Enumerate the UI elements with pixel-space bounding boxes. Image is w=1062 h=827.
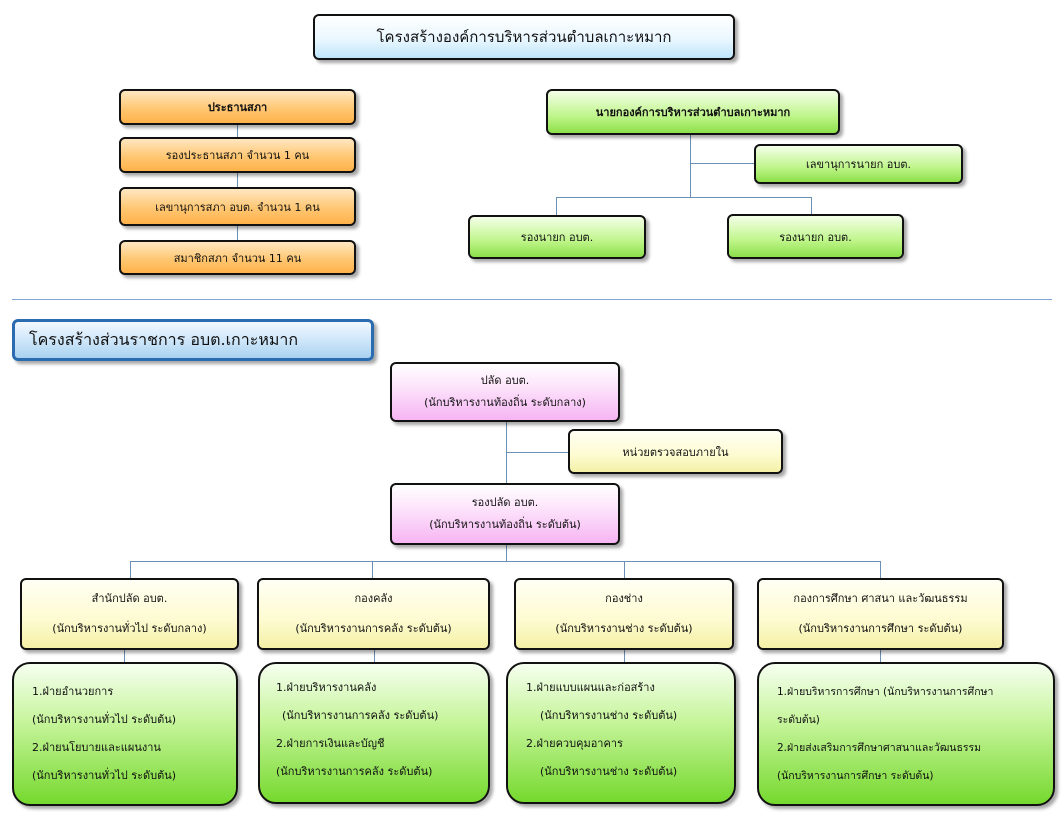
connector-council [237,120,238,245]
council-secretary-label: เลขานุการสภา อบต. จำนวน 1 คน [155,200,320,214]
connector-dept-1 [130,561,131,579]
unit-line: (นักบริหารงานช่าง ระดับต้น) [540,765,678,778]
connector-units-4 [880,648,881,664]
units-box-finance: 1.ฝ่ายบริหารงานคลัง (นักบริหารงานการคลัง… [258,662,490,804]
section-title-text: โครงสร้างส่วนราชการ อบต.เกาะหมาก [29,329,299,349]
council-vice-chair-box: รองประธานสภา จำนวน 1 คน [119,137,356,173]
section-divider [12,299,1052,300]
internal-audit-label: หน่วยตรวจสอบภายใน [622,445,729,459]
connector-deputies-bar [556,197,812,198]
unit-line: 1.ฝ่ายบริหารงานคลัง [276,681,377,694]
mayor-secretary-box: เลขานุการนายก อบต. [754,144,963,184]
department-title: กองช่าง [605,592,643,605]
council-chair-box: ประธานสภา [119,89,356,125]
mayor-label: นายกองค์การบริหารส่วนตำบลเกาะหมาก [595,106,791,119]
connector-mayor-down [690,132,691,198]
council-members-box: สมาชิกสภา จำนวน 11 คน [119,240,356,275]
department-subtitle: (นักบริหารงานการศึกษา ระดับต้น) [798,622,963,635]
deputy-mayor-left-label: รองนายก อบต. [520,231,594,244]
department-subtitle: (นักบริหารงานช่าง ระดับต้น) [555,622,693,635]
department-box-finance: กองคลัง (นักบริหารงานการคลัง ระดับต้น) [257,578,490,650]
unit-line: 2.ฝ่ายควบคุมอาคาร [526,737,623,750]
department-box-education: กองการศึกษา ศาสนา และวัฒนธรรม (นักบริหาร… [757,578,1004,650]
department-title: กองคลัง [354,592,393,605]
connector-deputy-left [556,197,557,217]
connector-dept-4 [880,561,881,579]
deputy-mayor-left-box: รองนายก อบต. [468,215,646,259]
department-title: สำนักปลัด อบต. [91,592,168,605]
unit-line: 1.ฝ่ายแบบแผนและก่อสร้าง [526,681,655,694]
deputy-palad-subtitle: (นักบริหารงานท้องถิ่น ระดับต้น) [429,518,581,531]
units-box-engineering: 1.ฝ่ายแบบแผนและก่อสร้าง (นักบริหารงานช่า… [506,662,736,804]
unit-line: (นักบริหารงานการคลัง ระดับต้น) [282,709,439,722]
unit-line: (นักบริหารงานทั่วไป ระดับต้น) [32,769,177,782]
connector-dept-3 [624,561,625,579]
connector-units-1 [124,648,125,664]
page-title: โครงสร้างองค์การบริหารส่วนตำบลเกาะหมาก [313,14,735,60]
connector-mayor-secretary [690,163,756,164]
unit-line: 2.ฝ่ายนโยบายและแผนงาน [32,741,161,754]
section-title: โครงสร้างส่วนราชการ อบต.เกาะหมาก [12,319,374,361]
palad-title: ปลัด อบต. [480,374,530,387]
connector-dept-2 [372,561,373,579]
council-chair-label: ประธานสภา [207,101,268,114]
connector-departments-bar [130,561,880,562]
council-secretary-box: เลขานุการสภา อบต. จำนวน 1 คน [119,187,356,226]
connector-palad-down [506,420,507,486]
unit-line: (นักบริหารงานทั่วไป ระดับต้น) [32,713,177,726]
unit-line: 2.ฝ่ายส่งเสริมการศึกษาศาสนาและวัฒนธรรม [777,742,982,754]
deputy-mayor-right-label: รองนายก อบต. [779,230,852,244]
unit-line: ระดับต้น) [777,714,820,726]
palad-subtitle: (นักบริหารงานท้องถิ่น ระดับกลาง) [424,396,586,409]
internal-audit-box: หน่วยตรวจสอบภายใน [568,429,783,474]
department-title: กองการศึกษา ศาสนา และวัฒนธรรม [793,592,968,605]
department-subtitle: (นักบริหารงานการคลัง ระดับต้น) [295,622,452,635]
deputy-mayor-right-box: รองนายก อบต. [727,214,904,259]
unit-line: 2.ฝ่ายการเงินและบัญชี [276,737,385,750]
page-title-text: โครงสร้างองค์การบริหารส่วนตำบลเกาะหมาก [376,28,672,46]
mayor-secretary-label: เลขานุการนายก อบต. [806,158,911,171]
unit-line: 1.ฝ่ายบริหารการศึกษา (นักบริหารงานการศึก… [777,686,994,698]
connector-audit [506,452,570,453]
unit-line: (นักบริหารงานการศึกษา ระดับต้น) [777,770,934,782]
mayor-box: นายกองค์การบริหารส่วนตำบลเกาะหมาก [546,89,840,135]
department-box-office: สำนักปลัด อบต. (นักบริหารงานทั่วไป ระดับ… [20,578,239,650]
units-box-office: 1.ฝ่ายอำนวยการ (นักบริหารงานทั่วไป ระดับ… [12,662,238,806]
unit-line: (นักบริหารงานช่าง ระดับต้น) [540,709,678,722]
council-members-label: สมาชิกสภา จำนวน 11 คน [173,251,302,265]
connector-units-3 [624,648,625,664]
connector-deputy-right [811,197,812,215]
palad-box: ปลัด อบต. (นักบริหารงานท้องถิ่น ระดับกลา… [390,362,620,422]
department-subtitle: (นักบริหารงานทั่วไป ระดับกลาง) [52,622,207,635]
deputy-palad-title: รองปลัด อบต. [471,496,539,509]
deputy-palad-box: รองปลัด อบต. (นักบริหารงานท้องถิ่น ระดับ… [390,483,620,545]
unit-line: (นักบริหารงานการคลัง ระดับต้น) [276,765,433,778]
connector-units-2 [374,648,375,664]
unit-line: 1.ฝ่ายอำนวยการ [32,685,114,698]
council-vice-chair-label: รองประธานสภา จำนวน 1 คน [165,149,310,162]
connector-deputy-palad-down [506,543,507,562]
department-box-engineering: กองช่าง (นักบริหารงานช่าง ระดับต้น) [514,578,734,650]
units-box-education: 1.ฝ่ายบริหารการศึกษา (นักบริหารงานการศึก… [757,662,1055,806]
